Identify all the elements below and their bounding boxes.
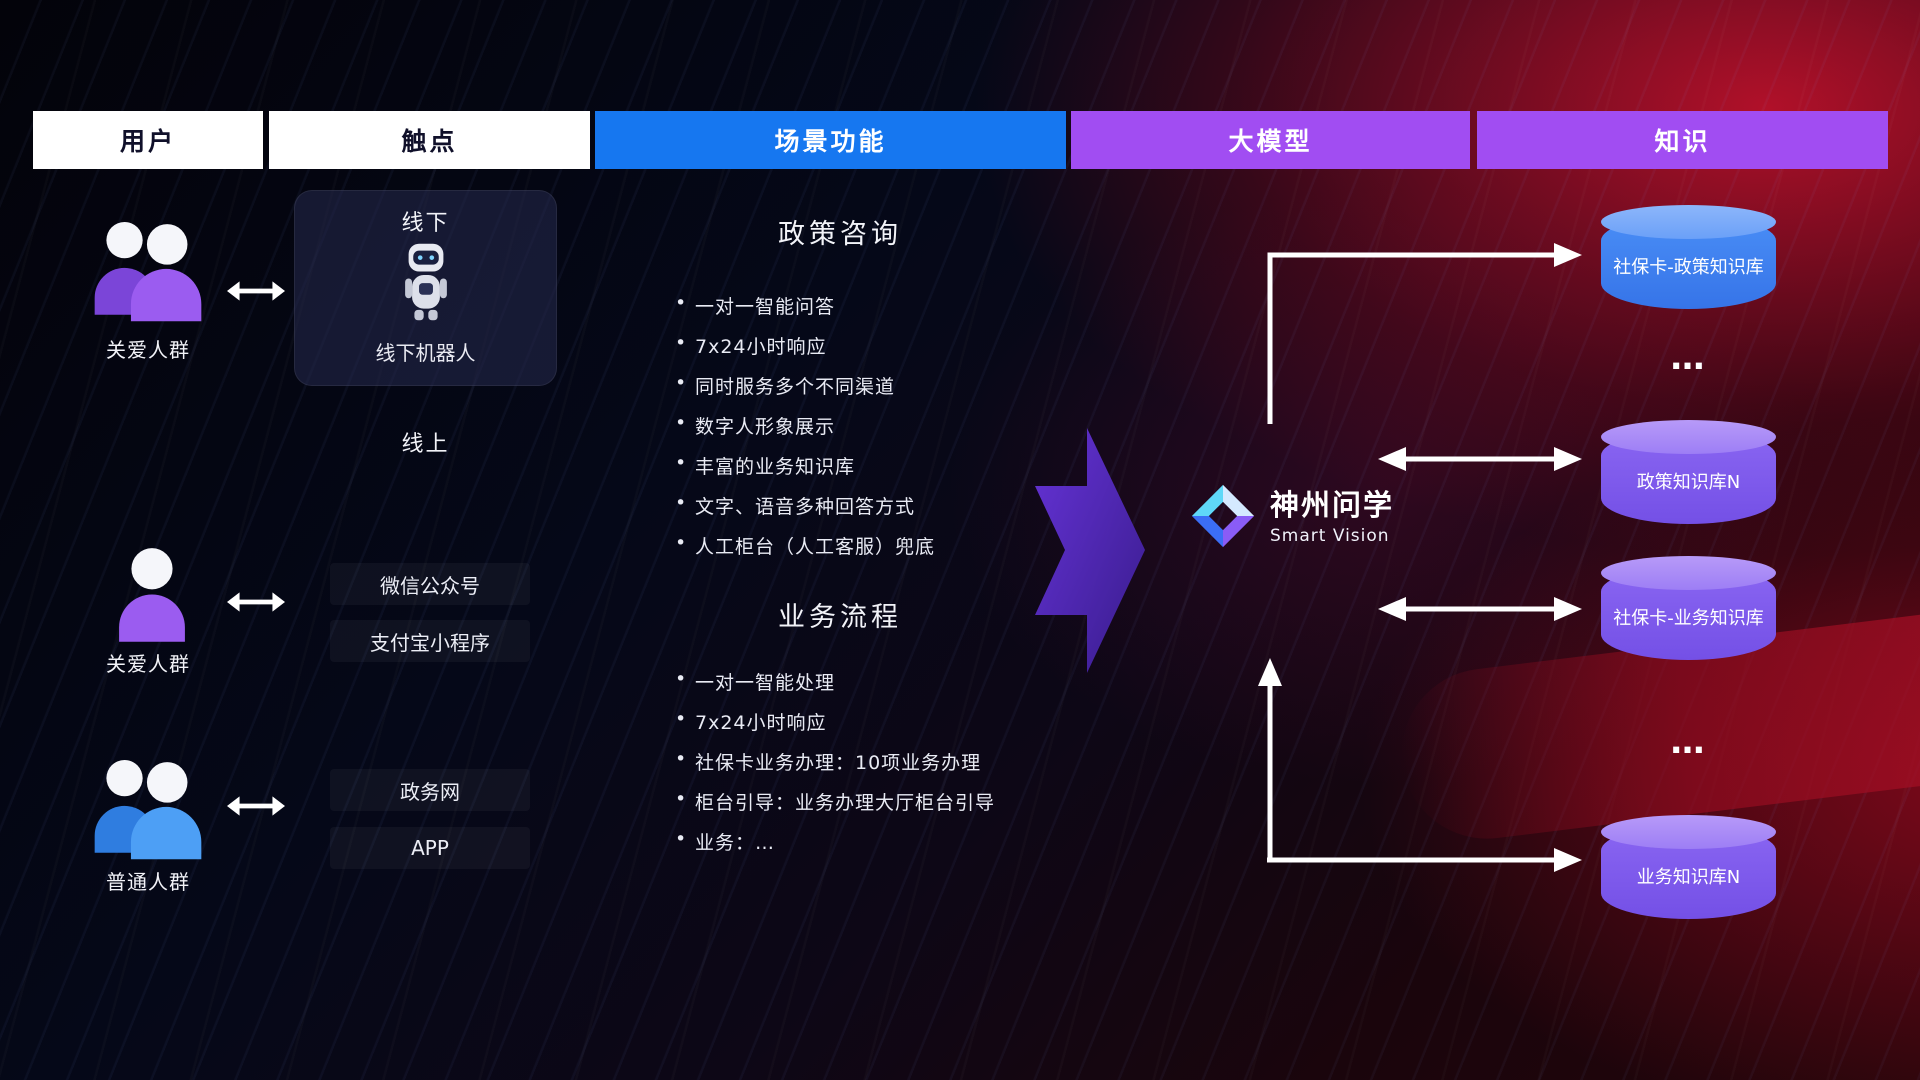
touchpoint-item-wechat: 微信公众号 [330, 563, 530, 605]
header-touchpoints: 触点 [269, 111, 590, 169]
scenario-bullet: 社保卡业务办理：10项业务办理 [673, 748, 1103, 775]
touchpoint-item-govweb: 政务网 [330, 769, 530, 811]
scenario-bullet: 7x24小时响应 [673, 708, 1103, 735]
header-model: 大模型 [1071, 111, 1470, 169]
scenario-bullet: 数字人形象展示 [673, 412, 1103, 439]
scenario-bullet: 一对一智能问答 [673, 292, 1103, 319]
user-label: 关爱人群 [106, 338, 190, 362]
model-subtitle: Smart Vision [1270, 525, 1390, 546]
scenario-section-title: 业务流程 [778, 602, 902, 633]
scenario-bullet: 同时服务多个不同渠道 [673, 372, 1103, 399]
scenario-bullet: 柜台引导：业务办理大厅柜台引导 [673, 788, 1103, 815]
knowledge-cylinder: 业务知识库N [1601, 815, 1776, 919]
touchpoint-item-app: APP [330, 827, 530, 869]
model-name: 神州问学 [1270, 488, 1395, 523]
touchpoint-offline-robot-label: 线下机器人 [375, 341, 476, 365]
scenario-bullet-list: 一对一智能问答 7x24小时响应 同时服务多个不同渠道 数字人形象展示 丰富的业… [673, 292, 1103, 572]
user-label: 普通人群 [106, 870, 190, 894]
scenario-bullet: 一对一智能处理 [673, 668, 1103, 695]
touchpoint-offline-box: 线下 线下机器人 [294, 190, 557, 386]
touchpoint-offline-title: 线下 [401, 211, 450, 236]
ellipsis-dots: … [1670, 338, 1707, 378]
model-logo-icon [1190, 483, 1256, 553]
knowledge-cylinder: 社保卡-政策知识库 [1601, 205, 1776, 309]
header-users: 用户 [33, 111, 263, 169]
touchpoint-item-alipay: 支付宝小程序 [330, 620, 530, 662]
user-person-icon-care [116, 546, 188, 650]
flow-arrow [1035, 428, 1145, 677]
user-group-icon-care [84, 214, 212, 330]
touchpoint-online-title: 线上 [401, 432, 450, 457]
knowledge-cylinder-label: 业务知识库N [1636, 867, 1741, 889]
knowledge-cylinder: 政策知识库N [1601, 420, 1776, 524]
knowledge-cylinder-label: 社保卡-政策知识库 [1613, 257, 1764, 279]
scenario-bullet-list: 一对一智能处理 7x24小时响应 社保卡业务办理：10项业务办理 柜台引导：业务… [673, 668, 1103, 868]
robot-icon [397, 241, 455, 327]
scenario-section-title: 政策咨询 [778, 219, 902, 250]
header-knowledge: 知识 [1477, 111, 1888, 169]
knowledge-cylinder-label: 社保卡-业务知识库 [1613, 608, 1764, 630]
model-block: 神州问学 Smart Vision [1190, 483, 1394, 553]
bidirectional-arrow-icon [227, 279, 285, 307]
bidirectional-arrow-icon [227, 794, 285, 822]
knowledge-cylinder-label: 政策知识库N [1636, 472, 1741, 494]
scenario-bullet: 7x24小时响应 [673, 332, 1103, 359]
scenario-bullet: 丰富的业务知识库 [673, 452, 1103, 479]
user-group-icon-general [84, 752, 212, 868]
knowledge-cylinder: 社保卡-业务知识库 [1601, 556, 1776, 660]
user-label: 关爱人群 [106, 652, 190, 676]
bidirectional-arrow-icon [227, 590, 285, 618]
scenario-bullet: 业务：… [673, 828, 1103, 855]
scenario-bullet: 人工柜台（人工客服）兜底 [673, 532, 1103, 559]
header-scenarios: 场景功能 [595, 111, 1066, 169]
ellipsis-dots: … [1670, 722, 1707, 762]
scenario-bullet: 文字、语音多种回答方式 [673, 492, 1103, 519]
